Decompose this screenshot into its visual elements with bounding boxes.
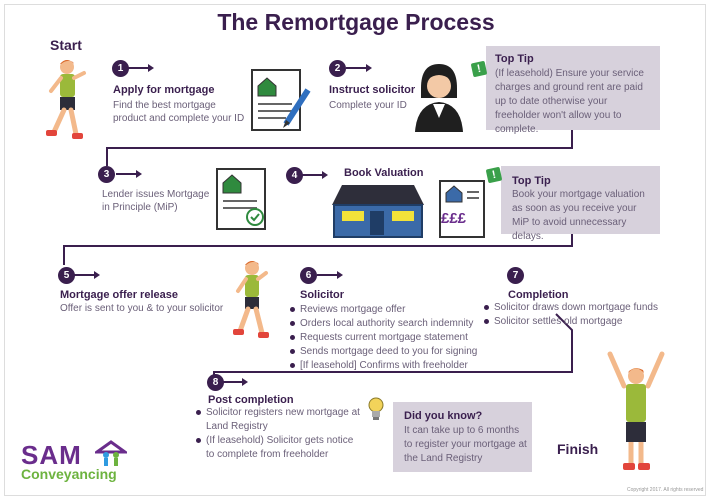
- step-6-bullet: [If leasehold] Confirms with freeholder: [288, 359, 488, 373]
- top-tip-2-box: [501, 166, 660, 234]
- application-form-icon: [251, 69, 311, 131]
- step-1-text: Find the best mortgage product and compl…: [113, 100, 245, 124]
- top-tip-1-title: Top Tip: [495, 53, 534, 65]
- copyright-text: Copyright 2017. All rights reserved: [627, 487, 704, 493]
- step-1-number: 1: [112, 60, 129, 77]
- did-you-know-title: Did you know?: [404, 410, 483, 422]
- top-tip-2-title: Top Tip: [512, 175, 551, 187]
- step-6-title: Solicitor: [300, 289, 345, 301]
- top-tip-2-text: Book your mortgage valuation as soon as …: [512, 189, 645, 242]
- house-valuation-icon: [332, 185, 424, 238]
- step-8-bullet: (If leasehold) Solicitor gets notice to …: [194, 434, 364, 462]
- solicitor-icon: [415, 64, 463, 132]
- step-2-number: 2: [329, 60, 346, 77]
- top-tip-1-text: (If leasehold) Ensure your service charg…: [495, 68, 644, 135]
- step-7-title: Completion: [508, 289, 569, 301]
- step-7-bullet: Solicitor draws down mortgage funds: [482, 301, 672, 315]
- step-6-number: 6: [300, 267, 317, 284]
- top-tip-1-box: [486, 46, 660, 130]
- step-2-title: Instruct solicitor: [329, 84, 416, 96]
- step-3-number: 3: [98, 166, 115, 183]
- step-8-number: 8: [207, 374, 224, 391]
- valuation-document-icon: [439, 180, 485, 238]
- step-8-bullet-list: Solicitor registers new mortgage at Land…: [194, 406, 364, 462]
- step-4-title: Book Valuation: [344, 167, 424, 179]
- did-you-know-box: [393, 402, 532, 472]
- step-5-title: Mortgage offer release: [60, 289, 178, 301]
- start-label: Start: [50, 37, 82, 53]
- finish-label: Finish: [557, 441, 599, 457]
- step-3-text: Lender issues Mortgage in Principle (MiP…: [102, 189, 210, 213]
- step-2-text: Complete your ID: [329, 100, 407, 111]
- step-8-bullet: Solicitor registers new mortgage at Land…: [194, 406, 364, 434]
- step-4-number: 4: [286, 167, 303, 184]
- runner-midway-illustration: [233, 261, 269, 338]
- logo-conveyancing-text: Conveyancing: [21, 466, 117, 482]
- step-5-text: Offer is sent to you & to your solicitor: [60, 303, 224, 314]
- infographic-frame: [4, 4, 706, 496]
- light-bulb-icon: [368, 397, 384, 420]
- did-you-know-text: It can take up to 6 months to register y…: [404, 425, 527, 464]
- pound-signs-text: £££: [441, 210, 467, 227]
- step-8-title: Post completion: [208, 394, 294, 406]
- step-6-bullet: Reviews mortgage offer: [288, 303, 488, 317]
- step-7-bullet-list: Solicitor draws down mortgage funds Soli…: [482, 301, 672, 329]
- exclamation-icon: !: [470, 60, 488, 78]
- step-1-title: Apply for mortgage: [113, 84, 215, 96]
- step-6-bullet-list: Reviews mortgage offer Orders local auth…: [288, 303, 488, 373]
- exclamation-icon: !: [485, 166, 503, 184]
- logo-sam-text: SAM: [21, 440, 82, 470]
- runner-finish-illustration: [607, 351, 665, 470]
- runner-start-illustration: [46, 60, 86, 139]
- step-5-number: 5: [58, 267, 75, 284]
- step-7-number: 7: [507, 267, 524, 284]
- step-6-bullet: Orders local authority search indemnity: [288, 317, 488, 331]
- page-title: The Remortgage Process: [217, 9, 495, 35]
- mortgage-in-principle-document-icon: [216, 168, 266, 230]
- step-6-bullet: Sends mortgage deed to you for signing: [288, 345, 488, 359]
- step-7-bullet: Solicitor settles old mortgage: [482, 315, 672, 329]
- step-6-bullet: Requests current mortgage statement: [288, 331, 488, 345]
- logo-house-icon: [95, 440, 127, 466]
